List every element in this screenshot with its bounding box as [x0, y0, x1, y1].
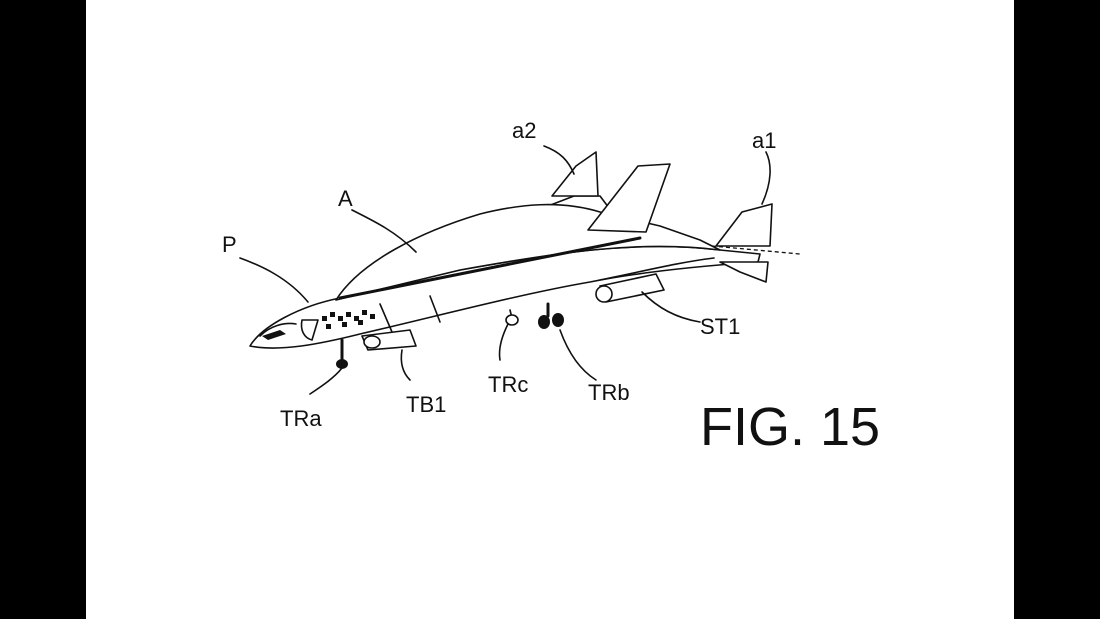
gear-tra: [336, 338, 348, 369]
fuselage: [249, 163, 801, 349]
fin-a2: [551, 151, 599, 197]
label-a2: a2: [512, 118, 536, 143]
cabin-windows: [322, 310, 375, 329]
label-tra: TRa: [280, 406, 322, 431]
figure-caption: FIG. 15: [700, 397, 880, 457]
right-letterbox-bar: [1014, 0, 1100, 619]
label-a: A: [338, 186, 353, 211]
gear-trb: [538, 302, 564, 329]
label-p: P: [222, 232, 237, 257]
engine-tb1: [361, 329, 417, 351]
engine-st1: [595, 273, 665, 303]
label-st1: ST1: [700, 314, 740, 339]
gear-trc: [505, 309, 519, 326]
label-trb: TRb: [588, 380, 630, 405]
fin-a1: [715, 203, 773, 247]
patent-drawing-sheet: [86, 0, 1014, 619]
central-fin: [587, 163, 671, 233]
label-tb1: TB1: [406, 392, 446, 417]
label-trc: TRc: [488, 372, 528, 397]
nose-cockpit: [259, 310, 375, 341]
label-a1: a1: [752, 128, 776, 153]
left-letterbox-bar: [0, 0, 86, 619]
leader-lines: [239, 145, 771, 395]
